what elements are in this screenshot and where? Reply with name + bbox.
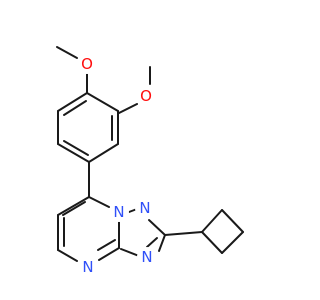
bond bbox=[88, 143, 119, 163]
bond bbox=[221, 209, 244, 233]
bond bbox=[63, 100, 87, 116]
bond-lines bbox=[56, 46, 244, 262]
bond bbox=[221, 231, 244, 254]
bond bbox=[86, 92, 119, 112]
nitrogen-atom-bridgehead: N bbox=[113, 203, 124, 221]
nitrogen-atom-triazole-top: N bbox=[139, 199, 150, 217]
bond bbox=[57, 143, 90, 163]
bond bbox=[56, 46, 78, 59]
chemical-structure-diagram: O O N N N N bbox=[56, 46, 244, 277]
bond bbox=[98, 247, 120, 261]
bond bbox=[164, 231, 203, 236]
bond bbox=[120, 248, 140, 257]
nitrogen-pyrimidine-bottom-label: N bbox=[78, 257, 98, 277]
oxygen-right-label: O bbox=[136, 86, 156, 106]
bond bbox=[158, 234, 166, 252]
nitrogen-atom-pyrimidine-bottom: N bbox=[82, 258, 93, 276]
bond bbox=[118, 103, 138, 114]
oxygen-atom-right: O bbox=[140, 87, 152, 105]
bond bbox=[97, 239, 116, 251]
nitrogen-atom-triazole-bottom: N bbox=[141, 248, 152, 266]
bond bbox=[201, 209, 223, 233]
atom-labels: O O N N N N bbox=[77, 54, 157, 277]
bond bbox=[88, 196, 110, 208]
bond bbox=[57, 92, 88, 112]
nitrogen-triazole-top-label: N bbox=[135, 198, 155, 218]
nitrogen-bridge-label: N bbox=[109, 202, 129, 222]
bond bbox=[148, 219, 166, 236]
oxygen-atom-top: O bbox=[81, 55, 93, 73]
bond bbox=[57, 196, 90, 216]
bond bbox=[201, 231, 223, 254]
oxygen-top-label: O bbox=[77, 54, 97, 74]
bond bbox=[146, 237, 158, 248]
bond bbox=[57, 249, 78, 262]
bond bbox=[62, 201, 86, 216]
bond bbox=[63, 140, 89, 156]
nitrogen-triazole-bottom-label: N bbox=[137, 247, 157, 267]
